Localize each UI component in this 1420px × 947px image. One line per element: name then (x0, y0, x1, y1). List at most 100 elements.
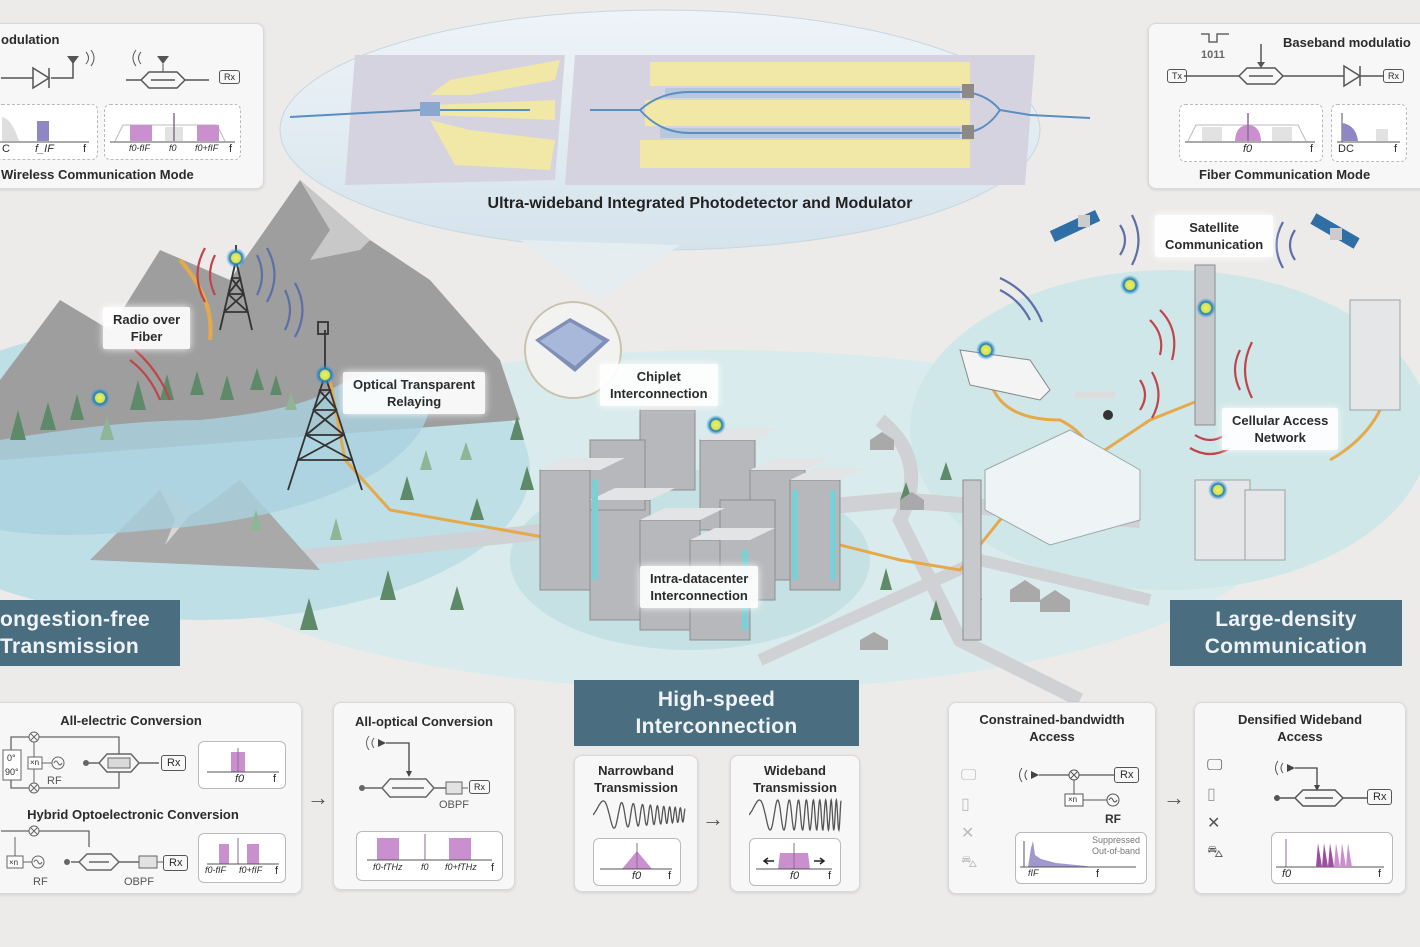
antenna-icon (1031, 771, 1039, 779)
rx-box: Rx (1383, 69, 1404, 83)
axis-label: f (1394, 143, 1398, 155)
axis-label: DC (1338, 143, 1354, 155)
road (875, 414, 1084, 707)
multiplier-label: ×n (1068, 795, 1078, 804)
arrow-right-icon: → (1163, 785, 1185, 810)
bitstream-icon (1201, 33, 1229, 43)
fiber-mode-panel: Baseband modulatio 1011 Tx Rx f0 f DC f … (1148, 23, 1420, 189)
office-building (1194, 299, 1401, 561)
mixer-icon (28, 825, 40, 837)
all-electric-schematic (2, 731, 159, 794)
rf-label: RF (1105, 812, 1121, 826)
axis-label: f0+fIF (239, 865, 263, 875)
multiplier-label: ×n (30, 758, 40, 767)
spectrum-constrained (1020, 841, 1136, 868)
spectrum-wide (756, 843, 832, 870)
densified-access-panel: Densified Wideband Access 🖵 ▯ ✕ ⛍ Rx f0 … (1194, 702, 1406, 894)
spectrum-electric (207, 748, 279, 773)
lower-sideband (219, 844, 229, 864)
antenna-icon (67, 56, 79, 64)
obpf-label: OBPF (439, 799, 469, 811)
trees-light (100, 392, 472, 540)
subcarrier-band (1340, 843, 1346, 867)
lower-sideband (377, 838, 399, 860)
spectrum-hybrid (207, 838, 279, 865)
chip-disc-cone (520, 240, 680, 300)
spectrum-narrow (600, 843, 672, 870)
lower-sideband (130, 125, 152, 141)
spectrum-plot-constrained: Suppressed Out-of-band fIF f (1015, 832, 1147, 884)
rx-box: Rx (219, 70, 240, 84)
axis-label: f_IF (35, 143, 54, 155)
axis-label: f (828, 870, 832, 882)
phase-label: 0° (7, 753, 16, 763)
spectrum-plot-wide: f0 f (749, 838, 841, 886)
panel-title: Wideband Transmission (753, 763, 837, 795)
node-markers (90, 248, 1228, 500)
axis-label: f (273, 773, 277, 785)
label-satellite: Satellite Communication (1155, 215, 1274, 257)
ground-right (910, 270, 1420, 590)
drone-icon: ✕ (961, 825, 975, 842)
monitor-icon: 🖵 (1207, 757, 1223, 774)
axis-label: f (668, 870, 672, 882)
modulator-icon (71, 853, 139, 871)
modulator-icon (89, 753, 159, 773)
fiber-line (328, 379, 561, 542)
spectrum-dc (1337, 113, 1400, 143)
lake (0, 372, 429, 535)
panel-title: Narrowband Transmission (594, 763, 678, 795)
densified-schematic (1274, 760, 1367, 807)
modulator-icon (1184, 67, 1339, 85)
chiplet-magnifier (524, 301, 622, 399)
banner-high-speed: High-speed Interconnection (574, 680, 859, 746)
antenna-icon (378, 739, 386, 747)
spectrum-plot-hybrid: f0-fIF f0+fIF f (198, 833, 286, 883)
subcarrier-band (1316, 843, 1322, 867)
axis-label: fIF (1028, 868, 1039, 878)
satellite-right (1310, 213, 1360, 249)
all-optical-panel: All-optical Conversion Rx OBPF f0-fTHz f… (333, 702, 515, 890)
laser-icon (83, 760, 89, 766)
axis-label: f0 (169, 143, 177, 153)
car-icon: ⛍ (961, 854, 978, 871)
narrowband-panel: Narrowband Transmission f0 f (574, 755, 698, 892)
obpf-label: OBPF (124, 876, 154, 888)
subcarrier-band (1334, 843, 1340, 867)
narrowband-chirp (593, 800, 686, 829)
spectrum-if (0, 117, 89, 143)
label-cellular: Cellular Access Network (1222, 408, 1339, 450)
spectrum-thz (367, 834, 492, 861)
axis-label: f (229, 143, 233, 155)
photonic-chip (289, 55, 1091, 185)
spectrum-rf (110, 113, 235, 143)
suppressed-annotation: Suppressed Out-of-band (1091, 835, 1140, 856)
rf-source-icon (1106, 793, 1120, 807)
upper-sideband (449, 838, 471, 860)
constrained-schematic (1019, 767, 1120, 807)
satellite-left (1049, 209, 1101, 243)
axis-label: f (83, 143, 87, 155)
fiber-schematic (1184, 33, 1383, 88)
panel-caption: Fiber Communication Mode (1199, 167, 1371, 182)
axis-label: f (1378, 868, 1382, 880)
axis-label: f0 (790, 870, 800, 882)
spectrum-plot-narrow: f0 f (593, 838, 681, 886)
multiplier-label: ×n (9, 858, 19, 867)
laser-icon (359, 785, 365, 791)
axis-label: f0+fIF (195, 143, 219, 153)
panel-title: Hybrid Optoelectronic Conversion (27, 807, 239, 822)
arrow-right-icon: → (307, 785, 329, 810)
radio-waves (129, 214, 1296, 456)
expand-arrows-icon (762, 857, 826, 865)
device-icons: 🖵 ▯ ✕ ⛍ (961, 761, 978, 877)
axis-label: C (2, 143, 10, 155)
subcarrier-band (1328, 843, 1334, 867)
upper-sideband (197, 125, 219, 141)
photodiode-icon (1339, 64, 1362, 88)
dc-signal (1342, 123, 1358, 141)
label-chiplet: Chiplet Interconnection (600, 364, 718, 406)
drone (1075, 392, 1115, 420)
upper-sideband (247, 844, 259, 864)
